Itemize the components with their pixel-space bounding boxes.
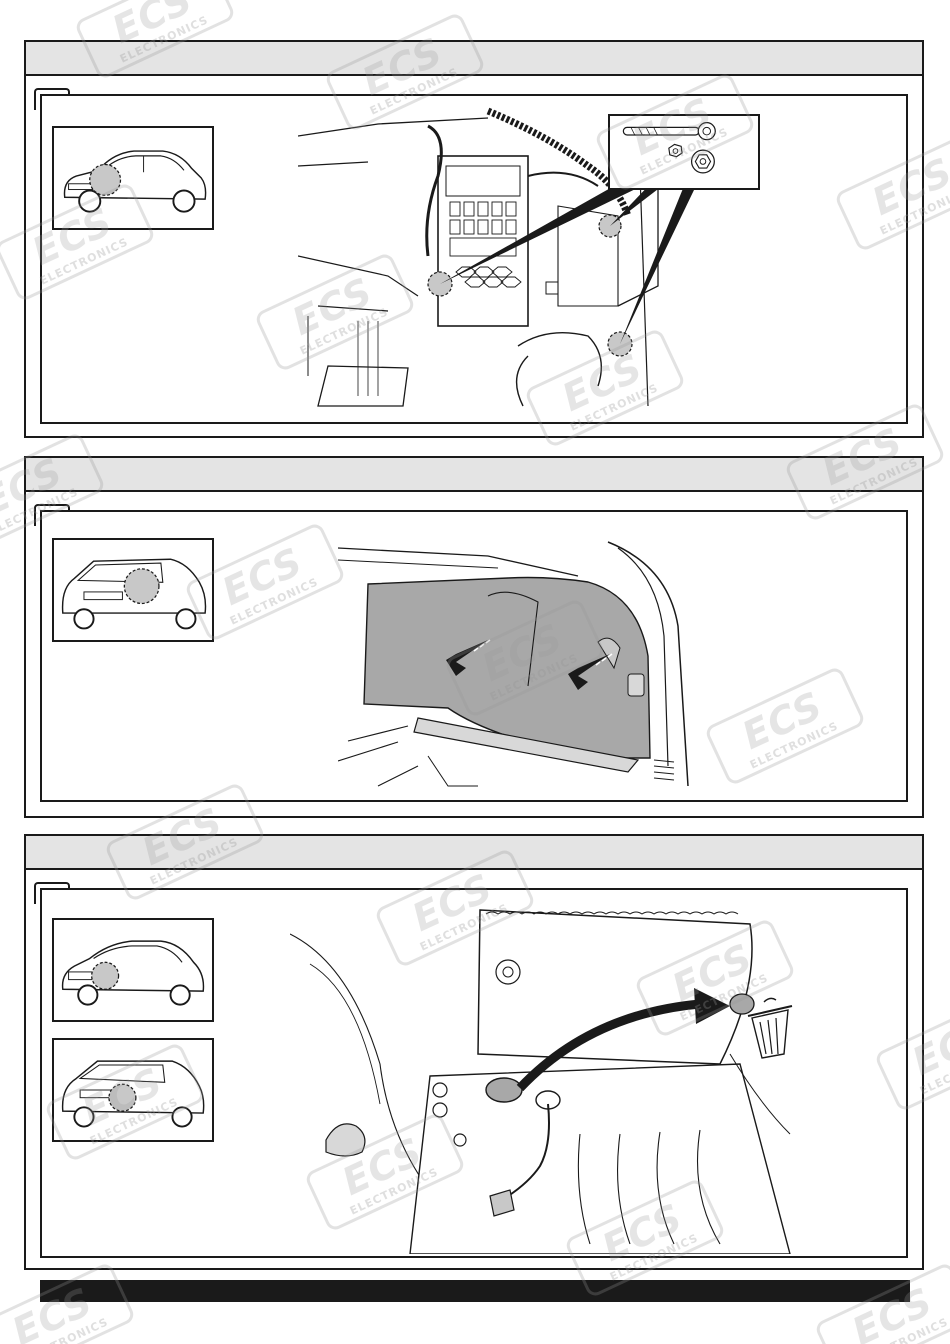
estate-rear-icon: [61, 558, 207, 630]
watermark-brand: ECS: [5, 1279, 100, 1344]
step-panel-3: [24, 834, 924, 1270]
car-location-thumbnail-sedan: [52, 918, 214, 1022]
watermark-sub: ELECTRONICS: [17, 1315, 111, 1344]
trash-bin-icon: [747, 997, 793, 1059]
fuse-box-illustration: [298, 106, 768, 414]
step-header-1: [26, 42, 922, 76]
watermark-brand: ECS: [845, 1279, 940, 1344]
step-panel-2: [24, 456, 924, 818]
step-body-3: [40, 888, 908, 1258]
ratchet-wrench-icon: [622, 122, 716, 141]
car-location-thumbnail-sedan: [52, 126, 214, 230]
step-header-2: [26, 458, 922, 492]
curved-arrow-icon: [516, 999, 701, 1092]
tool-inset-box: [608, 114, 760, 190]
sedan-rear-left-icon: [63, 150, 207, 213]
sedan-rear-right-icon: [61, 940, 205, 1006]
arrow-icon: [446, 639, 491, 676]
estate-rear-right-icon: [61, 1060, 205, 1128]
car-location-thumbnail-estate: [52, 538, 214, 642]
step-body-2: [40, 510, 908, 802]
car-location-thumbnail-estate: [52, 1038, 214, 1142]
step-panel-1: [24, 40, 924, 438]
step-header-3: [26, 836, 922, 870]
washer-nut-icon: [690, 149, 715, 174]
nut-icon: [668, 143, 683, 158]
trunk-trim-illustration: [338, 536, 718, 798]
watermark-sub: ELECTRONICS: [857, 1315, 950, 1344]
footer-bar: [40, 1280, 910, 1302]
arrow-icon: [568, 653, 613, 690]
grommet-removal-illustration: [290, 904, 810, 1254]
step-body-1: [40, 94, 908, 424]
